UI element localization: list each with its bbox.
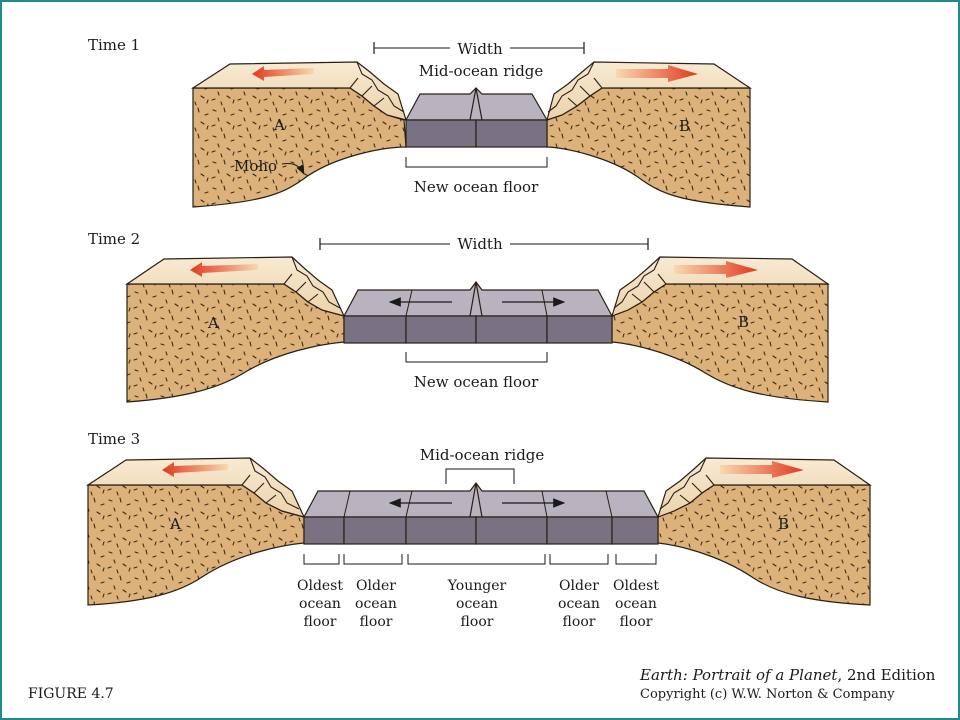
- motion-arrow-right: [720, 461, 804, 478]
- age-word: floor: [563, 614, 596, 630]
- age-word: Oldest: [297, 578, 343, 594]
- younger-floor-right: [475, 516, 548, 545]
- copyright-line: Copyright (c) W.W. Norton & Company: [640, 687, 895, 702]
- rift-steps-left: [241, 457, 300, 510]
- width-label: Width: [457, 235, 503, 253]
- book-edition: , 2nd Edition: [837, 666, 935, 684]
- rift-steps-right: [613, 256, 667, 309]
- time-label: Time 2: [88, 230, 140, 248]
- continent-a-label: A: [207, 314, 219, 332]
- continent-b-block: [657, 484, 871, 606]
- new-floor-bracket: [405, 157, 548, 168]
- age-word: Older: [356, 578, 396, 594]
- age-bracket-oldest-left: [303, 554, 340, 565]
- book-title: Earth: Portrait of a Planet: [639, 666, 838, 684]
- segment-divisions-top: [343, 490, 613, 518]
- ocean-floor-segment: [546, 315, 613, 344]
- age-word: floor: [461, 614, 494, 630]
- oldest-floor-right: [611, 516, 659, 545]
- age-label-younger: Younger ocean floor: [447, 578, 507, 630]
- continent-b-label: B: [679, 117, 690, 135]
- panel-time-3: Time 3 Mid-ocean ridge Oldest ocean: [85, 430, 872, 630]
- older-floor-left: [343, 516, 407, 545]
- age-label-older-left: Older ocean floor: [355, 578, 397, 630]
- motion-arrow-right: [674, 261, 758, 278]
- width-label: Width: [457, 40, 503, 58]
- continent-b-top: [657, 457, 872, 518]
- motion-arrow-left: [190, 262, 258, 277]
- age-label-older-right: Older ocean floor: [558, 578, 600, 630]
- time-label: Time 3: [88, 430, 140, 448]
- ocean-floor-top: [342, 281, 614, 317]
- continent-b-top: [611, 256, 830, 317]
- age-word: floor: [620, 614, 653, 630]
- continent-a-label: A: [273, 116, 285, 134]
- continent-b-label: B: [778, 515, 789, 533]
- book-credit: Earth: Portrait of a Planet, 2nd Edition: [639, 666, 936, 684]
- age-word: ocean: [299, 596, 341, 612]
- age-word: Younger: [447, 578, 507, 594]
- moho-label: Moho: [234, 157, 277, 175]
- ocean-floor-top: [404, 87, 549, 121]
- new-floor-bracket: [405, 352, 548, 363]
- continent-a-top: [190, 61, 407, 121]
- time-label: Time 1: [88, 36, 140, 54]
- continent-b-top: [546, 61, 752, 121]
- ridge-label: Mid-ocean ridge: [419, 62, 544, 80]
- ridge-crest: [469, 281, 483, 317]
- age-label-oldest-right: Oldest ocean floor: [613, 578, 659, 630]
- age-word: ocean: [355, 596, 397, 612]
- ocean-floor-top: [302, 482, 660, 518]
- age-word: Oldest: [613, 578, 659, 594]
- continent-a-top: [125, 256, 346, 317]
- older-floor-right: [546, 516, 613, 545]
- figure-number: FIGURE 4.7: [28, 686, 114, 702]
- rift-steps-right: [659, 457, 715, 510]
- age-word: Older: [559, 578, 599, 594]
- continent-b-label: B: [738, 313, 749, 331]
- new-ocean-floor-left: [405, 119, 477, 148]
- motion-arrow-left: [252, 66, 314, 81]
- ridge-label: Mid-ocean ridge: [420, 446, 545, 464]
- new-floor-label: New ocean floor: [414, 178, 539, 196]
- ocean-floor-segment: [343, 315, 407, 344]
- rift-steps-right: [547, 61, 603, 113]
- continent-b-block: [546, 87, 751, 208]
- age-bracket-younger: [407, 554, 546, 565]
- rift-steps-left: [283, 256, 341, 309]
- new-ocean-floor-right: [475, 119, 548, 148]
- age-bracket-older-left: [343, 554, 403, 565]
- moho-pointer: [281, 163, 305, 175]
- oldest-floor-left: [303, 516, 345, 545]
- motion-arrow-right: [616, 65, 698, 82]
- ocean-floor-segment: [475, 315, 548, 344]
- age-word: ocean: [456, 596, 498, 612]
- ridge-crest: [469, 87, 483, 121]
- age-word: floor: [304, 614, 337, 630]
- younger-floor-left: [405, 516, 477, 545]
- continent-b-block: [611, 283, 829, 403]
- continent-a-top: [85, 457, 306, 518]
- age-bracket-oldest-right: [615, 554, 657, 565]
- continent-a-block: [192, 87, 407, 208]
- segment-divisions-top: [405, 289, 548, 317]
- age-word: ocean: [615, 596, 657, 612]
- panel-time-1: Time 1 Width Mid-ocean ridge New ocean f…: [88, 36, 752, 208]
- age-word: floor: [360, 614, 393, 630]
- age-bracket-older-right: [549, 554, 609, 565]
- rift-steps-left: [349, 61, 405, 113]
- panel-time-2: Time 2 Width New ocean floor A B: [88, 230, 830, 403]
- ocean-floor-segment: [405, 315, 477, 344]
- motion-arrow-left: [162, 462, 228, 477]
- new-floor-label: New ocean floor: [414, 373, 539, 391]
- ridge-bracket: [445, 468, 515, 484]
- age-label-oldest-left: Oldest ocean floor: [297, 578, 343, 630]
- continent-a-label: A: [169, 515, 181, 533]
- age-word: ocean: [558, 596, 600, 612]
- ridge-crest: [469, 482, 483, 518]
